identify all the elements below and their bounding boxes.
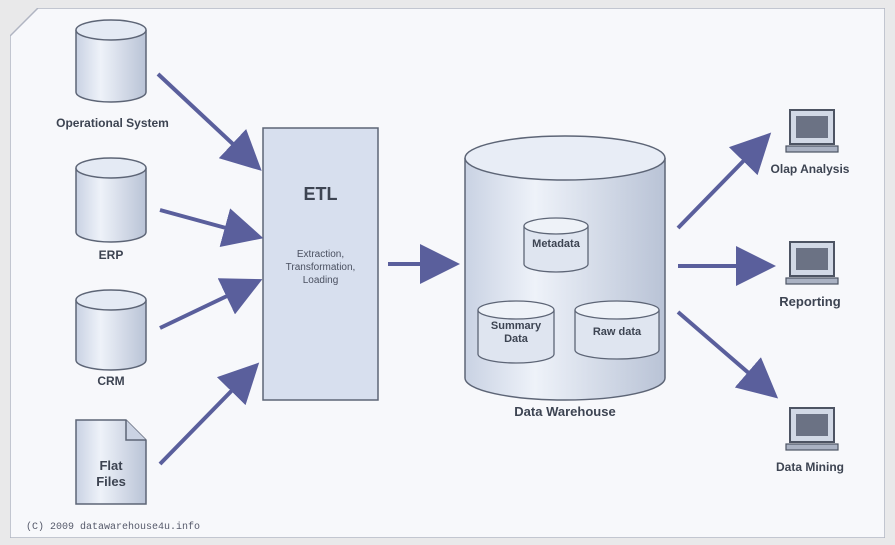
- document-icon: [75, 419, 147, 505]
- metadata-cylinder: [523, 217, 589, 273]
- copyright-text: (C) 2009 datawarehouse4u.info: [26, 522, 201, 533]
- source-label-operational: Operational System: [56, 116, 169, 130]
- source-label-crm: CRM: [97, 374, 125, 388]
- output-label-olap: Olap Analysis: [770, 162, 850, 176]
- source-label-flat-files: Flat Files: [96, 458, 126, 489]
- database-icon: [75, 157, 147, 243]
- arrow-erp-etl: [159, 208, 264, 247]
- etl-description: Extraction, Transformation, Loading: [285, 249, 356, 286]
- metadata-label: Metadata: [532, 238, 580, 250]
- computer-icon: [785, 407, 839, 451]
- database-icon: [75, 19, 147, 103]
- etl-box: [262, 127, 379, 401]
- data-warehouse-label: Data Warehouse: [514, 404, 616, 419]
- arrow-crm-etl: [159, 278, 263, 330]
- computer-icon: [785, 109, 839, 153]
- arrow-warehouse-olap: [676, 132, 772, 230]
- computer-icon: [785, 241, 839, 285]
- summary-data-cylinder: [477, 300, 555, 364]
- database-icon: [75, 289, 147, 371]
- diagram-canvas: [10, 8, 885, 538]
- output-label-reporting: Reporting: [779, 294, 841, 309]
- source-label-erp: ERP: [98, 248, 124, 262]
- arrow-operational-etl: [156, 72, 262, 171]
- summary-data-label: Summary Data: [490, 320, 542, 345]
- raw-data-label: Raw data: [592, 326, 642, 338]
- arrow-warehouse-mining: [676, 310, 779, 399]
- etl-title: ETL: [303, 184, 338, 204]
- arrow-flatfiles-etl: [158, 362, 260, 466]
- diagram-frame: Operational System ERP CRM Flat Files ET…: [10, 8, 885, 538]
- output-label-mining: Data Mining: [776, 460, 844, 474]
- raw-data-cylinder: [574, 300, 660, 360]
